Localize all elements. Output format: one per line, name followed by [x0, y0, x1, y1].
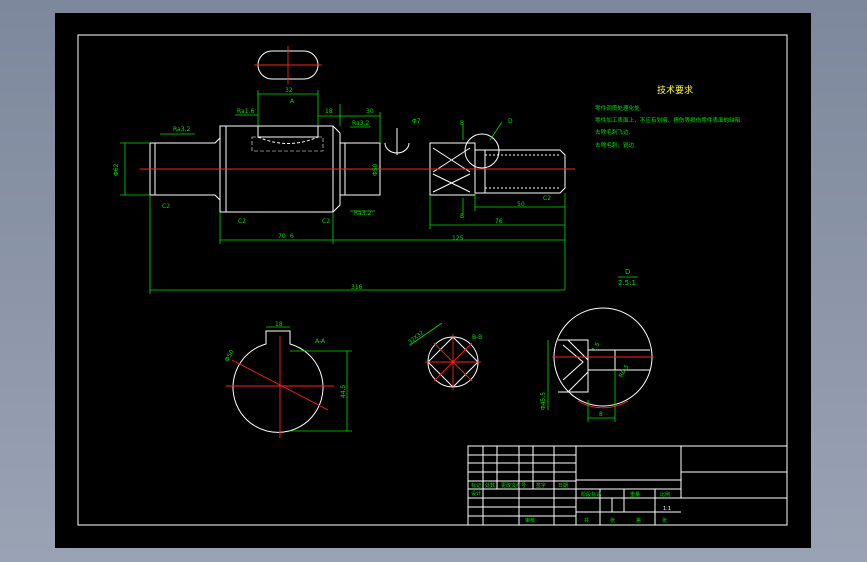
dim-A: A — [290, 98, 295, 105]
detail-d-view: 1.5 R0.5 Φ45.5 8 — [540, 307, 654, 422]
dim-30: 30 — [366, 108, 374, 115]
tech-req-item-2: 零件加工表面上，不应有划痕、擦伤等损伤零件表面的缺陷. — [595, 116, 742, 124]
svg-text:日期: 日期 — [558, 483, 568, 489]
ra-1-6: Ra1.6 — [237, 108, 254, 115]
main-dimensions — [120, 90, 566, 294]
dim-square: 32X32 — [408, 330, 426, 346]
dim-phi62: Φ62 — [113, 163, 120, 176]
dim-316: 316 — [351, 284, 363, 291]
svg-text:重量: 重量 — [630, 491, 640, 498]
dim-phi50: Φ50 — [372, 163, 379, 176]
title-block-labels: 标记 处数 更改文件号 签字 日期 设计 阶段标记 重量 比例 1:1 审核 共… — [471, 482, 671, 524]
title-block — [467, 445, 788, 526]
section-a-a-title: A-A — [315, 338, 326, 345]
section-a-a: 18 A-A Φ50 44.5 — [224, 321, 352, 438]
section-b-bottom: B — [460, 213, 464, 220]
svg-text:审核: 审核 — [525, 517, 535, 524]
dim-125: 125 — [452, 235, 464, 242]
drawing-border — [77, 34, 788, 526]
dim-6: 6 — [290, 233, 294, 240]
dim-phi7: Φ7 — [412, 118, 421, 125]
svg-text:张: 张 — [662, 517, 667, 524]
dim-76: 76 — [495, 218, 503, 225]
dim-8: 8 — [599, 411, 603, 418]
svg-text:阶段标记: 阶段标记 — [581, 491, 601, 498]
section-b-b-title: B-B — [472, 334, 482, 341]
svg-text:共: 共 — [584, 517, 589, 524]
dim-44-5: 44.5 — [340, 384, 347, 398]
drawing-sheet — [55, 13, 811, 548]
svg-text:设计: 设计 — [471, 490, 481, 497]
svg-text:标记: 标记 — [471, 482, 481, 489]
section-b-top: B — [460, 120, 464, 127]
svg-text:张: 张 — [610, 517, 615, 524]
dim-70: 70 — [278, 233, 286, 240]
svg-text:2.5:1: 2.5:1 — [618, 279, 636, 287]
chamfer-c2-right: C2 — [322, 218, 330, 225]
dim-r0-5: R0.5 — [618, 363, 631, 379]
main-dimension-labels: 32 A 18 30 Ra1.6 Ra3.2 Ra3.2 Ra3.2 C2 C2… — [113, 87, 551, 291]
ra-3-2-left: Ra3.2 — [173, 126, 190, 133]
shaft-main-view — [140, 125, 575, 213]
dim-18-section: 18 — [275, 321, 283, 328]
ra-3-2-mid: Ra3.2 — [352, 120, 369, 127]
tech-req-title: 技术要求 — [657, 84, 693, 96]
dim-18: 18 — [325, 108, 333, 115]
tech-req-item-3: 去除毛刺飞边. — [595, 128, 631, 136]
keyway-top-view — [254, 46, 322, 84]
detail-d-label: D 2.5:1 — [618, 268, 638, 287]
dim-50: 50 — [517, 201, 525, 208]
svg-text:比例: 比例 — [660, 491, 670, 498]
svg-text:处数: 处数 — [485, 482, 495, 489]
detail-d-callout: D — [508, 118, 513, 125]
tech-req-item-1: 零件调质处理化处. — [595, 104, 642, 112]
section-b-b: 32X32 B-B — [408, 322, 482, 390]
chamfer-c2-left: C2 — [162, 203, 170, 210]
svg-text:更改文件号: 更改文件号 — [501, 482, 526, 489]
dim-1-5: 1.5 — [591, 341, 602, 353]
tech-req-item-4: 去除毛刺，锐边. — [595, 141, 636, 149]
ra-3-2-bottom: Ra3.2 — [354, 210, 371, 217]
dim-phi45-5: Φ45.5 — [540, 392, 547, 410]
chamfer-c2-mid: C2 — [238, 218, 246, 225]
svg-text:签字: 签字 — [536, 482, 546, 489]
svg-text:D: D — [625, 268, 630, 276]
dim-32: 32 — [285, 87, 293, 94]
technical-requirements: 技术要求 零件调质处理化处. 零件加工表面上，不应有划痕、擦伤等损伤零件表面的缺… — [595, 84, 742, 149]
svg-text:1:1: 1:1 — [663, 506, 671, 512]
chamfer-c2-end: C2 — [543, 195, 551, 202]
svg-text:第: 第 — [636, 517, 641, 524]
